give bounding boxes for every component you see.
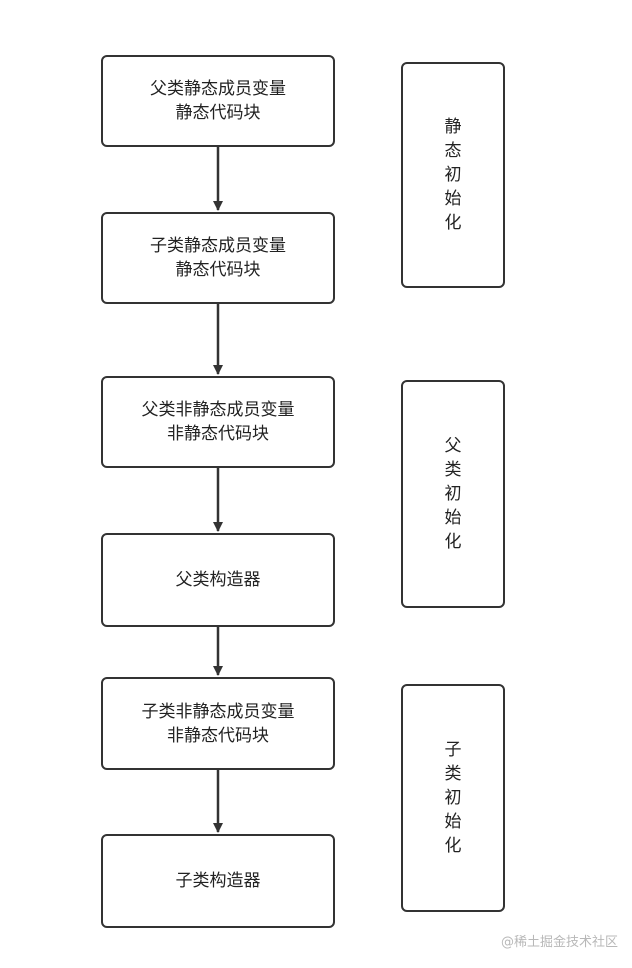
step-parent-instance: 父类非静态成员变量 非静态代码块 <box>101 376 335 468</box>
step-line: 非静态代码块 <box>167 424 269 444</box>
watermark: @稀土掘金技术社区 <box>500 935 618 950</box>
step-line: 父类非静态成员变量 <box>141 400 295 420</box>
step-line: 子类构造器 <box>175 871 261 891</box>
step-child-instance: 子类非静态成员变量 非静态代码块 <box>101 677 335 770</box>
group-label: 父类初始化 <box>444 436 462 552</box>
step-line: 静态代码块 <box>175 103 261 123</box>
step-line: 父类构造器 <box>175 570 261 590</box>
group-static-init: 静态初始化 <box>401 62 505 288</box>
step-line: 非静态代码块 <box>167 725 269 746</box>
group-label: 子类初始化 <box>444 740 462 856</box>
step-line: 静态代码块 <box>175 260 261 280</box>
step-child-static: 子类静态成员变量 静态代码块 <box>101 212 335 304</box>
group-label: 静态初始化 <box>444 117 462 233</box>
group-child-init: 子类初始化 <box>401 684 505 912</box>
step-line: 子类静态成员变量 <box>150 236 286 256</box>
step-line: 父类静态成员变量 <box>150 79 286 99</box>
step-parent-static: 父类静态成员变量 静态代码块 <box>101 55 335 147</box>
step-child-constructor: 子类构造器 <box>101 834 335 928</box>
group-parent-init: 父类初始化 <box>401 380 505 608</box>
step-parent-constructor: 父类构造器 <box>101 533 335 627</box>
step-line: 子类非静态成员变量 <box>141 701 295 722</box>
